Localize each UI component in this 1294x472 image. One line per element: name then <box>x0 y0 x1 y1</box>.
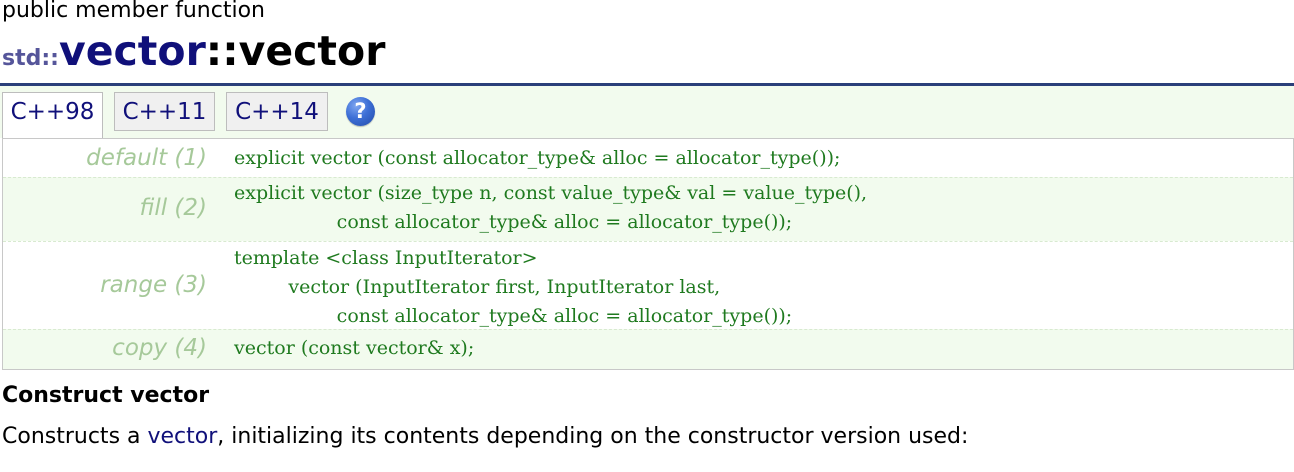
title-divider <box>0 83 1294 86</box>
prototype-label: fill (2) <box>139 195 207 221</box>
prototype-row-default: default (1) explicit vector (const alloc… <box>3 139 1293 177</box>
prototype-row-fill: fill (2) explicit vector (size_type n, c… <box>3 177 1293 241</box>
help-icon[interactable]: ? <box>346 97 375 126</box>
prototype-code: explicit vector (const allocator_type& a… <box>234 147 841 169</box>
tab-cpp98[interactable]: C++98 <box>2 92 103 138</box>
member-kind-label: public member function <box>2 0 265 23</box>
tab-cpp14[interactable]: C++14 <box>226 92 328 131</box>
prototype-code: explicit vector (size_type n, const valu… <box>234 182 868 233</box>
tab-cpp11[interactable]: C++11 <box>114 92 215 131</box>
description-text: Constructs a vector, initializing its co… <box>2 424 968 449</box>
prototype-code: vector (const vector& x); <box>234 337 475 359</box>
namespace-prefix[interactable]: std:: <box>2 46 59 71</box>
version-tab-bar: C++98 C++11 C++14 ? <box>0 86 1294 138</box>
function-name: vector <box>238 27 386 75</box>
vector-link[interactable]: vector <box>147 424 218 449</box>
page-title: std::vector::vector <box>2 27 385 75</box>
prototype-label: range (3) <box>100 272 207 298</box>
scope-separator: :: <box>205 27 239 75</box>
prototype-label: copy (4) <box>112 335 207 361</box>
class-name-link[interactable]: vector <box>58 27 206 75</box>
prototype-row-range: range (3) template <class InputIterator>… <box>3 241 1293 329</box>
prototype-label: default (1) <box>86 145 207 171</box>
section-heading: Construct vector <box>2 383 210 408</box>
description-prefix: Constructs a <box>2 424 148 449</box>
prototype-row-copy: copy (4) vector (const vector& x); <box>3 329 1293 369</box>
prototype-code: template <class InputIterator> vector (I… <box>234 247 793 327</box>
prototype-table: default (1) explicit vector (const alloc… <box>2 138 1294 370</box>
description-suffix: , initializing its contents depending on… <box>217 424 969 449</box>
